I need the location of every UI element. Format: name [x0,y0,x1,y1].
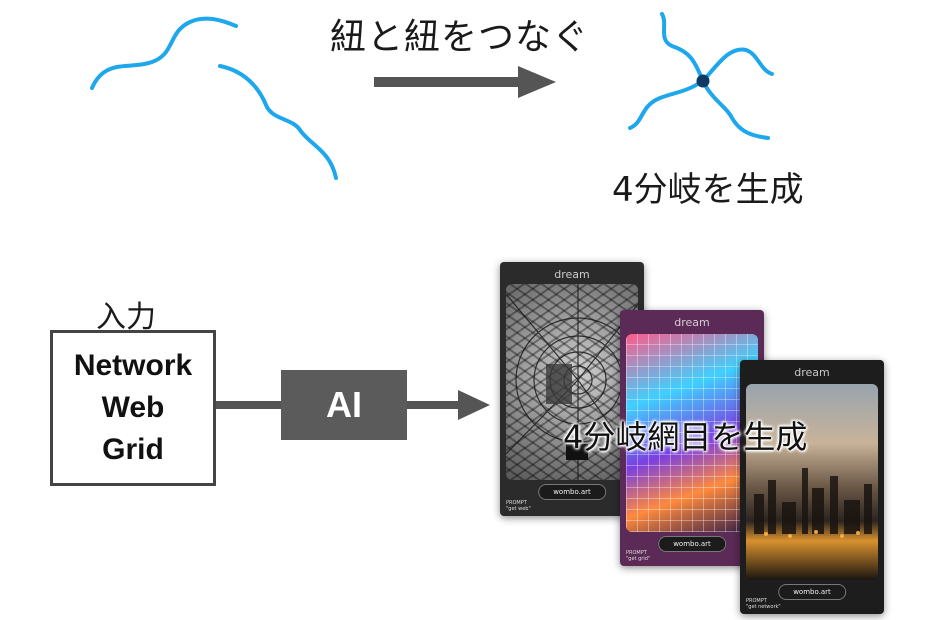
card-footer-badge: wombo.art [658,536,726,552]
top-diagram [90,12,774,180]
junction-node [696,74,710,88]
branch-down [701,79,770,140]
result-card-network: dream wombo.art PROMPT"get network" [740,360,884,614]
top-title: 紐と紐をつなぐ [330,17,590,58]
card-art-web [506,284,638,480]
card-prompt: PROMPT"get web" [506,500,531,512]
card-header: dream [554,268,590,281]
card-art-network [746,384,878,580]
city-icon [754,468,872,538]
top-arrow-head [518,66,556,98]
branch-up [660,12,705,83]
input-label: 入力 [96,300,156,335]
ai-box: AI [281,370,407,440]
card-footer-badge: wombo.art [538,484,606,500]
branch-left [628,79,705,130]
card-footer-badge: wombo.art [778,584,846,600]
string-curve-1 [90,16,238,90]
card-header: dream [674,316,710,329]
output-arrow-head [458,390,490,420]
top-caption: 4分岐を生成 [612,170,804,210]
string-curve-2 [218,64,338,180]
card-prompt: PROMPT"get network" [746,598,781,610]
card-art-grid [626,334,758,532]
input-word-web: Web [101,391,165,424]
branch-right [701,47,774,83]
card-header: dream [794,366,830,379]
overlay-caption: 4分岐網目を生成 [563,418,808,456]
card-prompt: PROMPT"get grid" [626,550,651,562]
input-word-network: Network [73,349,193,382]
input-box: Network Web Grid [50,330,216,486]
input-word-grid: Grid [102,433,164,466]
